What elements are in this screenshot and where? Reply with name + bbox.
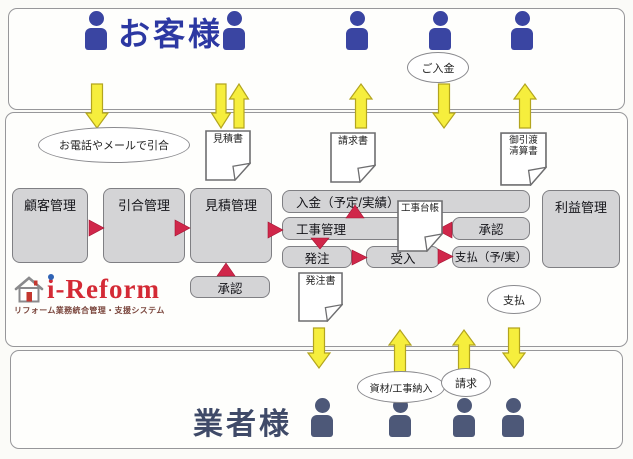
document-shape	[397, 200, 444, 253]
person-body	[85, 28, 107, 50]
document-label-line2: 清算書	[509, 145, 538, 157]
payment-oval: 支払	[487, 285, 541, 314]
materials-delivery-oval: 資材/工事納入	[357, 371, 445, 403]
customer-person-icon	[85, 11, 107, 50]
document-label-line1: 御引渡	[509, 135, 538, 146]
box-label: 顧客管理	[23, 198, 76, 213]
vendor-section-title: 業者様	[193, 408, 292, 441]
person-body	[502, 415, 524, 437]
document-shape	[500, 132, 548, 187]
person-body	[511, 28, 533, 50]
vendor-person-icon	[453, 398, 475, 437]
inquiry-channel-oval: お電話やメールで引合	[38, 127, 190, 163]
estimate-document-icon: 見積書	[205, 130, 252, 182]
box-payment: 支払（予/実）	[452, 246, 530, 268]
person-body	[429, 28, 451, 50]
invoice-document-icon: 請求書	[330, 132, 377, 184]
person-body	[346, 28, 368, 50]
vendor-person-icon	[389, 398, 411, 437]
document-label: 見積書	[213, 134, 243, 145]
box-label: 承認	[217, 281, 243, 296]
customer-person-icon	[223, 11, 245, 50]
box-order: 発注	[282, 246, 352, 268]
box-label: 見積管理	[204, 198, 257, 213]
document-shape	[330, 132, 377, 184]
document-label: 請求書	[338, 136, 368, 147]
box-label: 支払（予/実）	[454, 252, 528, 264]
box-approval-estimate: 承認	[190, 276, 270, 298]
box-estimate-management: 見積管理	[190, 188, 272, 263]
box-label: 利益管理	[554, 200, 607, 215]
person-head	[88, 11, 104, 26]
vendor-person-icon	[502, 398, 524, 437]
vendor-person-icon	[311, 398, 333, 437]
person-head	[514, 11, 530, 26]
construction-ledger-document-icon: 工事台帳	[397, 200, 444, 253]
billing-oval: 請求	[441, 368, 491, 397]
box-approval-ledger: 承認	[452, 217, 530, 240]
box-label: 工事管理	[296, 223, 347, 237]
person-head	[505, 398, 521, 413]
person-body	[453, 415, 475, 437]
person-body	[389, 415, 411, 437]
customer-section-title: お客様	[118, 16, 224, 52]
box-customer-management: 顧客管理	[12, 188, 88, 263]
box-label: 発注	[304, 251, 330, 266]
logo-letter-i: i	[47, 274, 56, 304]
person-head	[432, 11, 448, 26]
handover-statement-document-icon: 御引渡清算書	[500, 132, 548, 187]
box-label: 受入	[390, 251, 416, 266]
person-body	[311, 415, 333, 437]
box-profit-management: 利益管理	[542, 190, 620, 268]
customer-person-icon	[346, 11, 368, 50]
logo-tagline: リフォーム業務統合管理・支援システム	[14, 306, 165, 315]
deposit-oval: ご入金	[407, 52, 469, 83]
house-icon	[14, 276, 44, 303]
document-shape	[205, 130, 252, 182]
box-label: 入金（予定/実績）	[296, 196, 400, 210]
logo-name: -Reform	[55, 274, 160, 304]
customer-person-icon	[511, 11, 533, 50]
person-head	[456, 398, 472, 413]
person-body	[223, 28, 245, 50]
customer-person-icon	[429, 11, 451, 50]
purchase-order-document-icon: 発注書	[298, 272, 344, 323]
document-label: 発注書	[305, 276, 336, 287]
box-inquiry-management: 引合管理	[103, 188, 185, 263]
document-shape	[298, 272, 344, 323]
document-label: 工事台帳	[400, 203, 439, 214]
box-label: 引合管理	[117, 198, 170, 213]
person-head	[349, 11, 365, 26]
person-head	[314, 398, 330, 413]
box-label: 承認	[478, 223, 504, 237]
i-reform-logo: i-Reform リフォーム業務統合管理・支援システム	[14, 276, 165, 316]
person-head	[226, 11, 242, 26]
